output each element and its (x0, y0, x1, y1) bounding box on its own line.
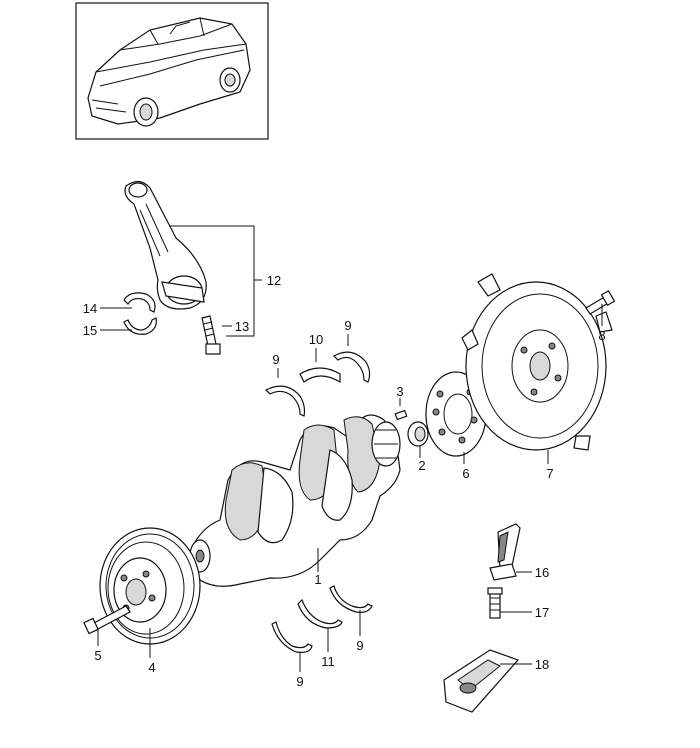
crankshaft (189, 414, 401, 587)
rod-bolt (201, 315, 221, 355)
bearing-shell-upper (123, 292, 156, 313)
bearing-shell-11 (297, 598, 343, 629)
callout-13: 13 (235, 319, 249, 334)
callout-1: 1 (314, 572, 321, 587)
callout-9-c: 9 (356, 638, 363, 653)
callout-8: 8 (598, 328, 605, 343)
callout-18: 18 (535, 657, 549, 672)
suv-vehicle-icon (87, 17, 251, 127)
bearing-shell-9a (264, 385, 306, 417)
callout-bracket-12 (170, 225, 255, 337)
callout-9-a: 9 (272, 352, 279, 367)
bearing-shell-10 (299, 367, 341, 384)
bearing-shell-9b (333, 351, 371, 383)
flywheel (461, 273, 613, 451)
callout-9-d: 9 (296, 674, 303, 689)
sensor-bolt (487, 587, 503, 619)
vibration-damper (99, 527, 201, 645)
callout-17: 17 (535, 605, 549, 620)
bearing-shell-9c (329, 585, 373, 613)
bearing-shell-9d (271, 621, 313, 653)
bearing-shell-lower (123, 317, 157, 335)
callout-15: 15 (83, 323, 97, 338)
callout-3: 3 (396, 384, 403, 399)
callout-11: 11 (321, 654, 335, 669)
dowel-pin (394, 409, 408, 421)
callout-7: 7 (546, 466, 553, 481)
leader-lines (97, 304, 603, 672)
callout-6: 6 (462, 466, 469, 481)
pilot-bushing (407, 421, 429, 447)
callout-10: 10 (309, 332, 323, 347)
callout-9-b: 9 (344, 318, 351, 333)
assembly-tool (443, 649, 520, 713)
callout-12: 12 (267, 273, 281, 288)
callout-2: 2 (418, 458, 425, 473)
callout-16: 16 (535, 565, 549, 580)
crankshaft-sensor (489, 523, 521, 581)
vehicle-thumbnail (75, 2, 269, 140)
callout-5: 5 (94, 648, 101, 663)
callout-4: 4 (148, 660, 155, 675)
flywheel-bolt (585, 289, 616, 315)
damper-bolt (83, 605, 131, 635)
callout-14: 14 (83, 301, 97, 316)
connecting-rod-assembly (123, 180, 221, 355)
